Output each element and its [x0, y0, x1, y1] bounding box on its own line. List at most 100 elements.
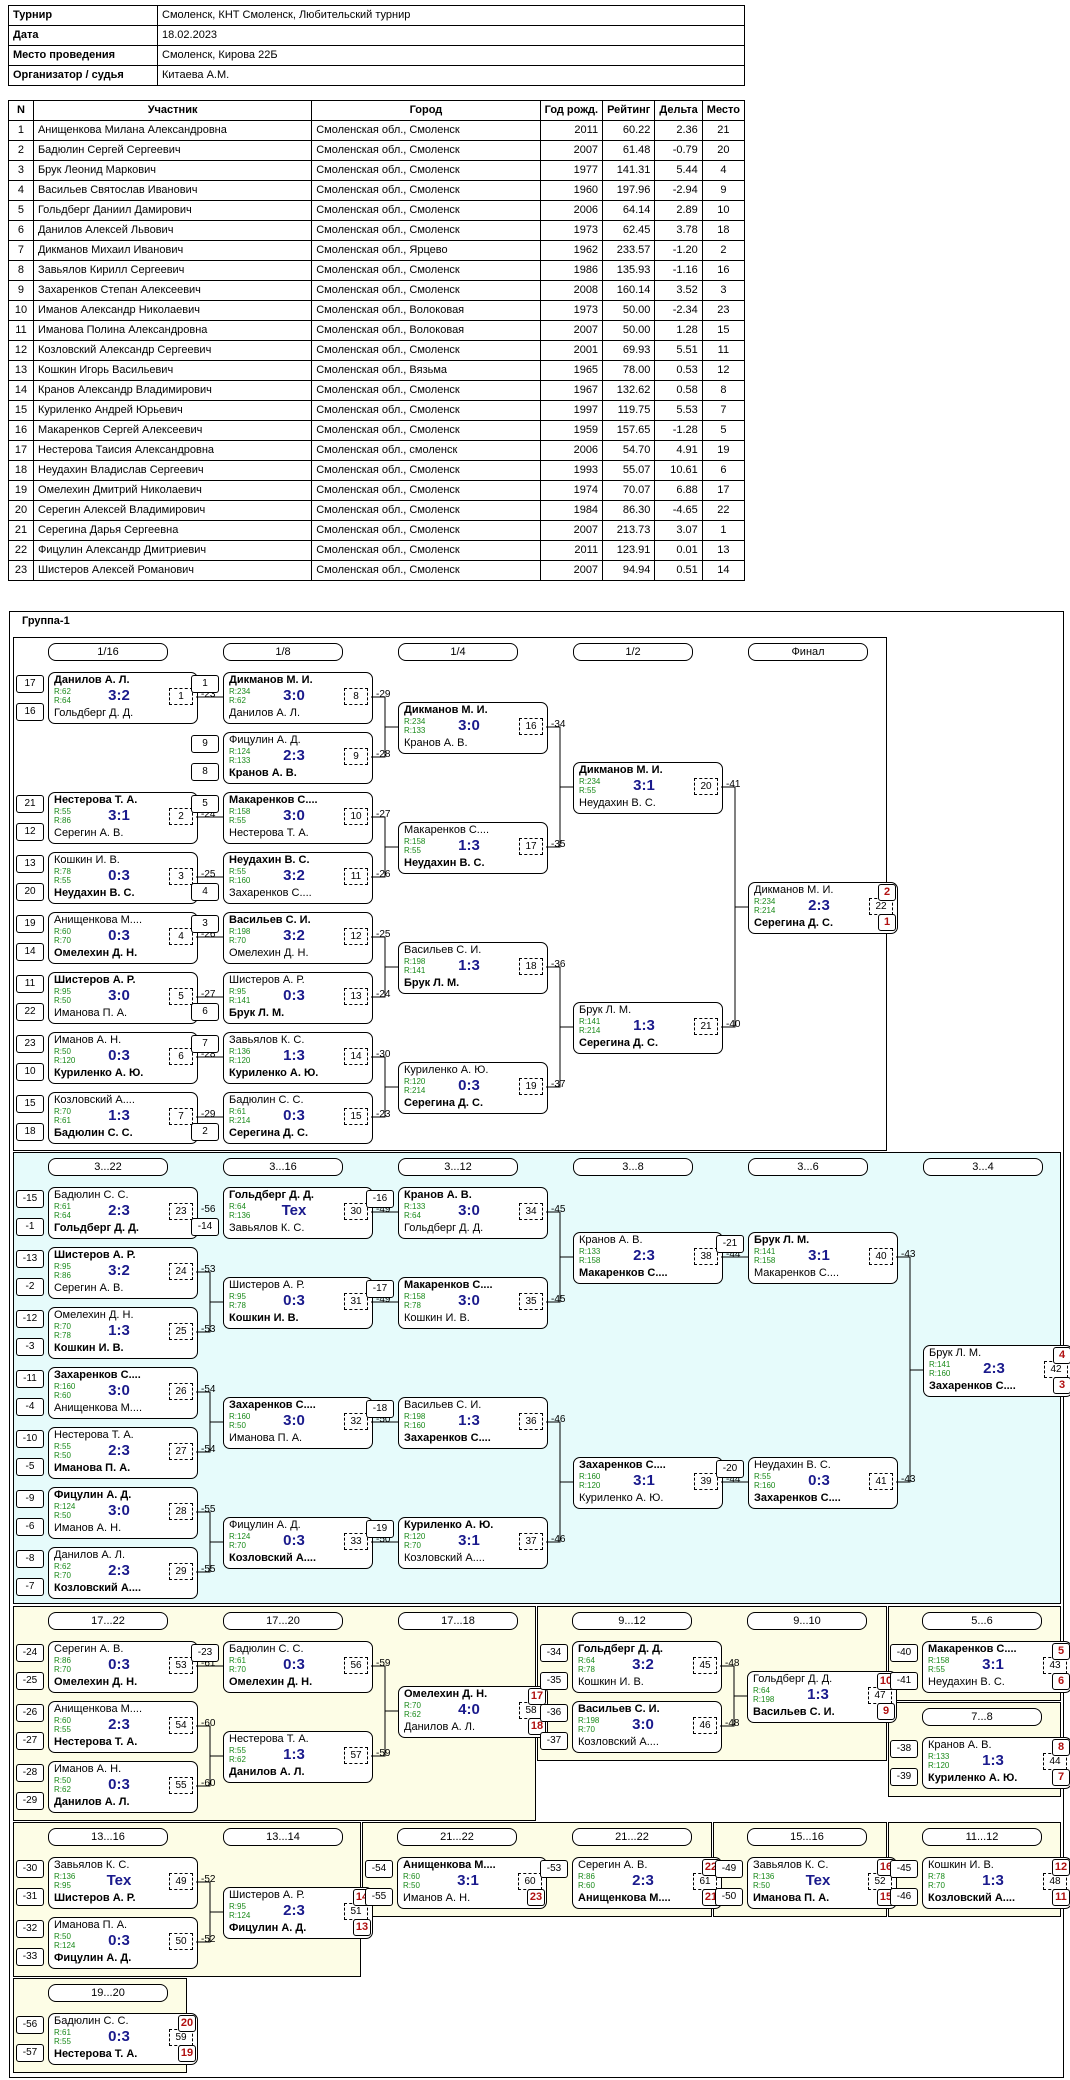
player-name: Омелехин Дмитрий Николаевич	[32, 480, 313, 501]
match-player-1: Неудахин В. С.	[229, 854, 310, 866]
player-place: 14	[701, 560, 746, 581]
seed-label: -15	[16, 1190, 44, 1208]
loser-destination: -29	[376, 689, 391, 700]
match-score: 1:3	[283, 1047, 305, 1064]
match-score: 0:3	[283, 987, 305, 1004]
seed-label: -28	[16, 1764, 44, 1782]
match-rating-1: R:70	[404, 1701, 421, 1710]
match-rating-1: R:124	[54, 1502, 76, 1511]
match-rating-2: R:55	[229, 816, 246, 825]
player-rating: 70.07	[602, 480, 656, 501]
match-player-2: Иманова П. А.	[54, 1007, 128, 1019]
player-birth-year: 1973	[539, 220, 604, 241]
match-rating-2: R:160	[404, 1421, 426, 1430]
player-birth-year: 1977	[539, 160, 604, 181]
match-player-2: Кошкин И. В.	[229, 1312, 299, 1324]
match-player-2: Козловский А....	[404, 1552, 485, 1564]
match-rating-1: R:55	[229, 1746, 246, 1755]
seed-label: -2	[16, 1278, 44, 1296]
loser-destination: -52	[201, 1874, 216, 1885]
seed-label: -10	[16, 1430, 44, 1448]
match-score: 3:0	[283, 807, 305, 824]
col-city: Город	[311, 100, 541, 121]
place-badge: 5	[1052, 1643, 1070, 1660]
player-delta: 4.91	[654, 440, 703, 461]
match-player-2: Данилов А. Л.	[54, 1796, 130, 1808]
col-rating: Рейтинг	[602, 100, 656, 121]
match-rating-1: R:95	[54, 1262, 71, 1271]
loser-destination: -48	[725, 1718, 740, 1729]
match-player-2: Анищенкова М....	[578, 1892, 671, 1904]
round-header: 3...22	[48, 1158, 168, 1176]
seed-label: -31	[16, 1888, 44, 1906]
seed-label: -8	[16, 1550, 44, 1568]
col-delta: Дельта	[654, 100, 703, 121]
match-player-2: Серегина Д. С.	[404, 1097, 484, 1109]
player-city: Смоленская обл., Смоленск	[311, 140, 541, 161]
match-player-2: Неудахин В. С.	[404, 857, 485, 869]
loser-destination: -28	[201, 1049, 216, 1060]
match-rating-2: R:214	[754, 906, 776, 915]
match-player-2: Данилов А. Л.	[404, 1721, 476, 1733]
player-number: 22	[8, 540, 34, 561]
info-key: Место проведения	[8, 45, 158, 66]
match-number: 56	[344, 1657, 368, 1674]
match-number: 50	[169, 1933, 193, 1950]
player-name: Данилов Алексей Львович	[32, 220, 313, 241]
player-name: Иманов Александр Николаевич	[32, 300, 313, 321]
seed-label: -49	[715, 1860, 743, 1878]
match-player-1: Анищенкова М....	[54, 914, 143, 926]
match-player-2: Неудахин В. С.	[928, 1676, 1005, 1688]
match-rating-1: R:50	[54, 1776, 71, 1785]
place-badge: 4	[1053, 1347, 1070, 1364]
player-name: Иманова Полина Александровна	[32, 320, 313, 341]
player-city: Смоленская обл., Смоленск	[311, 280, 541, 301]
seed-label: -37	[540, 1732, 568, 1750]
seed-label: -29	[16, 1792, 44, 1810]
match-rating-2: R:64	[54, 1211, 71, 1220]
match-player-2: Серегин А. В.	[54, 1282, 124, 1294]
match-number: 11	[344, 868, 368, 885]
match-player-1: Завьялов К. С.	[229, 1034, 305, 1046]
match-player-1: Бадюлин С. С.	[54, 2015, 129, 2027]
seed-label: -11	[16, 1370, 44, 1388]
match-player-2: Куриленко А. Ю.	[928, 1772, 1018, 1784]
match-player-1: Нестерова Т. А.	[54, 794, 138, 806]
match-score: 3:1	[108, 807, 130, 824]
player-delta: 3.07	[654, 520, 703, 541]
match-rating-1: R:55	[54, 1442, 71, 1451]
match-rating-1: R:55	[54, 807, 71, 816]
player-place: 19	[701, 440, 746, 461]
round-header: 15...16	[747, 1828, 867, 1846]
match-number: 24	[169, 1263, 193, 1280]
round-header: 3...8	[573, 1158, 693, 1176]
match-rating-1: R:141	[754, 1247, 776, 1256]
player-name: Брук Леонид Маркович	[32, 160, 313, 181]
match-rating-1: R:158	[404, 1292, 426, 1301]
match-player-2: Куриленко А. Ю.	[579, 1492, 664, 1504]
seed-label: 12	[16, 823, 44, 841]
match-player-2: Омелехин Д. Н.	[229, 1676, 313, 1688]
match-rating-1: R:61	[229, 1656, 246, 1665]
match-number: 49	[169, 1873, 193, 1890]
match-player-2: Омелехин Д. Н.	[229, 947, 309, 959]
match-player-1: Макаренков С....	[404, 1279, 493, 1291]
match-player-2: Серегина Д. С.	[579, 1037, 659, 1049]
seed-label: -19	[366, 1520, 394, 1538]
group-frame: Группа-1	[9, 611, 1064, 2078]
player-place: 20	[701, 140, 746, 161]
match-rating-2: R:141	[229, 996, 251, 1005]
player-place: 2	[701, 240, 746, 261]
player-rating: 86.30	[602, 500, 656, 521]
